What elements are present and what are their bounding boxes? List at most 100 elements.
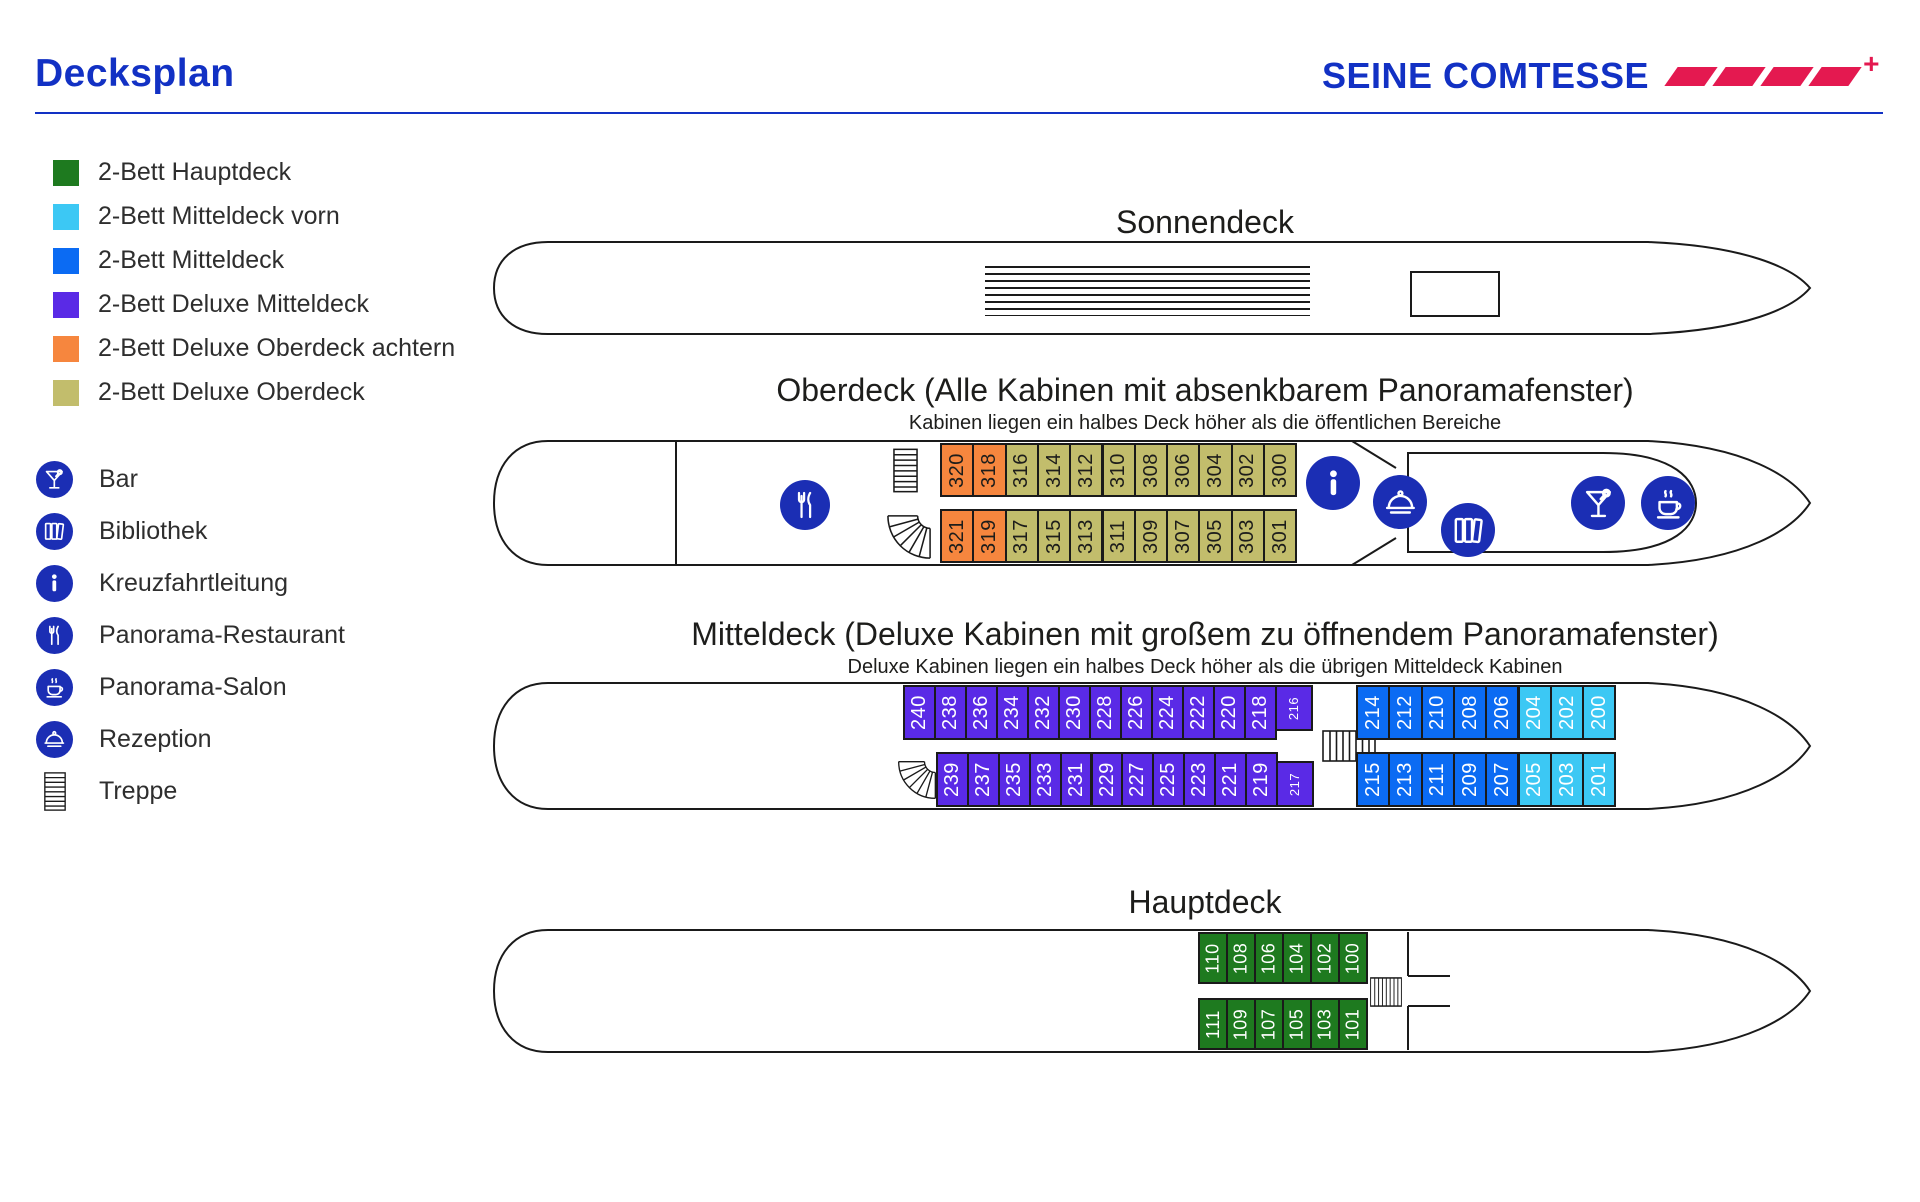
brand-stripe-icon bbox=[1664, 66, 1718, 86]
legend-label: 2-Bett Hauptdeck bbox=[98, 158, 292, 186]
cabin-317: 317 bbox=[1004, 509, 1039, 563]
legend-label: Panorama-Salon bbox=[99, 673, 287, 701]
cabin-111: 111 bbox=[1198, 998, 1228, 1050]
cabin-307: 307 bbox=[1166, 509, 1201, 563]
cabin-227: 227 bbox=[1121, 752, 1155, 807]
cabin-234: 234 bbox=[996, 685, 1029, 740]
legend-label: Bibliothek bbox=[99, 517, 208, 545]
cabin-207: 207 bbox=[1485, 752, 1520, 807]
cabin-316: 316 bbox=[1004, 443, 1039, 497]
cabin-321: 321 bbox=[940, 509, 975, 563]
legend-item-cutlery: Panorama-Restaurant bbox=[36, 617, 345, 654]
cabin-238: 238 bbox=[934, 685, 967, 740]
cabin-233: 233 bbox=[1028, 752, 1062, 807]
legend-item-deluxe_oberdeck_achtern: 2-Bett Deluxe Oberdeck achtern bbox=[53, 334, 455, 362]
cabin-237: 237 bbox=[966, 752, 1000, 807]
cabin-223: 223 bbox=[1183, 752, 1217, 807]
brand-logo: SEINE COMTESSE + bbox=[1322, 48, 1879, 98]
cabin-224: 224 bbox=[1151, 685, 1184, 740]
salon-icon bbox=[1641, 476, 1695, 530]
legend-swatch-deluxe_oberdeck_achtern bbox=[53, 335, 79, 362]
cabin-107: 107 bbox=[1254, 998, 1284, 1050]
cabin-104: 104 bbox=[1282, 932, 1312, 984]
cabin-215: 215 bbox=[1356, 752, 1391, 807]
hauptdeck-hull bbox=[492, 929, 1812, 1053]
cabin-101: 101 bbox=[1338, 998, 1368, 1050]
legend-item-hauptdeck: 2-Bett Hauptdeck bbox=[53, 158, 455, 186]
legend-swatch-deluxe_oberdeck bbox=[53, 379, 79, 406]
legend-swatch-mitteldeck bbox=[53, 247, 79, 274]
legend-item-mitteldeck_vorn: 2-Bett Mitteldeck vorn bbox=[53, 202, 455, 230]
legend-item-books: Bibliothek bbox=[36, 513, 345, 550]
cabin-220: 220 bbox=[1213, 685, 1246, 740]
legend-label: Rezeption bbox=[99, 725, 212, 753]
header-divider bbox=[35, 112, 1883, 114]
legend-label: 2-Bett Mitteldeck bbox=[98, 246, 285, 274]
cabin-315: 315 bbox=[1036, 509, 1072, 563]
ship-name: SEINE COMTESSE bbox=[1322, 55, 1650, 96]
martini-icon bbox=[36, 461, 73, 498]
cabin-303: 303 bbox=[1230, 509, 1265, 563]
library-icon bbox=[1441, 503, 1495, 557]
cutlery-icon bbox=[36, 617, 73, 654]
legend-label: Bar bbox=[99, 465, 138, 493]
restaurant-icon bbox=[780, 480, 830, 530]
oberdeck-lounge-wall bbox=[1407, 452, 1698, 553]
legend-label: 2-Bett Deluxe Mitteldeck bbox=[98, 290, 369, 318]
books-icon bbox=[36, 513, 73, 550]
legend-swatch-mitteldeck_vorn bbox=[53, 203, 79, 230]
bar-icon bbox=[1571, 476, 1625, 530]
cabin-313: 313 bbox=[1069, 509, 1104, 563]
cabin-102: 102 bbox=[1310, 932, 1340, 984]
legend-swatch-deluxe_mitteldeck bbox=[53, 291, 79, 318]
hauptdeck-lobby-walls bbox=[1407, 932, 1450, 1050]
cabin-211: 211 bbox=[1420, 752, 1455, 807]
cabin-305: 305 bbox=[1198, 509, 1233, 563]
cabin-230: 230 bbox=[1058, 685, 1091, 740]
cabin-216: 216 bbox=[1275, 685, 1313, 731]
cabin-304: 304 bbox=[1198, 443, 1233, 497]
legend-item-stairs: Treppe bbox=[36, 773, 345, 810]
cabin-309: 309 bbox=[1133, 509, 1169, 563]
cabin-201: 201 bbox=[1582, 752, 1617, 807]
cabin-109: 109 bbox=[1226, 998, 1256, 1050]
info-icon bbox=[36, 565, 73, 602]
legend-item-mitteldeck: 2-Bett Mitteldeck bbox=[53, 246, 455, 274]
oberdeck-diagonal-walls bbox=[1351, 440, 1397, 566]
oberdeck-title: Oberdeck (Alle Kabinen mit absenkbarem P… bbox=[776, 372, 1634, 408]
hauptdeck-title: Hauptdeck bbox=[1128, 884, 1282, 920]
cabin-236: 236 bbox=[965, 685, 998, 740]
reception-icon bbox=[1373, 475, 1427, 529]
cabin-228: 228 bbox=[1089, 685, 1122, 740]
brand-stripe-icon bbox=[1808, 66, 1862, 86]
cabin-229: 229 bbox=[1090, 752, 1124, 807]
cabin-202: 202 bbox=[1549, 685, 1585, 740]
cabin-205: 205 bbox=[1517, 752, 1552, 807]
sonnendeck-title: Sonnendeck bbox=[1116, 204, 1294, 240]
cabin-240: 240 bbox=[903, 685, 936, 740]
cabin-235: 235 bbox=[997, 752, 1031, 807]
coffee-icon bbox=[36, 669, 73, 706]
cabin-222: 222 bbox=[1182, 685, 1215, 740]
cabin-206: 206 bbox=[1485, 685, 1520, 740]
legend-item-info: Kreuzfahrtleitung bbox=[36, 565, 345, 602]
cabin-308: 308 bbox=[1133, 443, 1169, 497]
cabin-200: 200 bbox=[1582, 685, 1617, 740]
legend-item-martini: Bar bbox=[36, 461, 345, 498]
cabin-214: 214 bbox=[1356, 685, 1391, 740]
cabin-108: 108 bbox=[1226, 932, 1256, 984]
legend-item-cloche: Rezeption bbox=[36, 721, 345, 758]
cabin-103: 103 bbox=[1310, 998, 1340, 1050]
cabin-302: 302 bbox=[1230, 443, 1265, 497]
legend-label: Treppe bbox=[99, 777, 178, 805]
cabin-212: 212 bbox=[1388, 685, 1423, 740]
cabin-105: 105 bbox=[1282, 998, 1312, 1050]
cabin-225: 225 bbox=[1152, 752, 1186, 807]
cabin-217: 217 bbox=[1275, 761, 1314, 807]
page-title: Decksplan bbox=[35, 52, 235, 95]
cabin-110: 110 bbox=[1198, 932, 1228, 984]
legend-item-coffee: Panorama-Salon bbox=[36, 669, 345, 706]
brand-stripe-icon bbox=[1712, 66, 1766, 86]
cabin-208: 208 bbox=[1452, 685, 1488, 740]
